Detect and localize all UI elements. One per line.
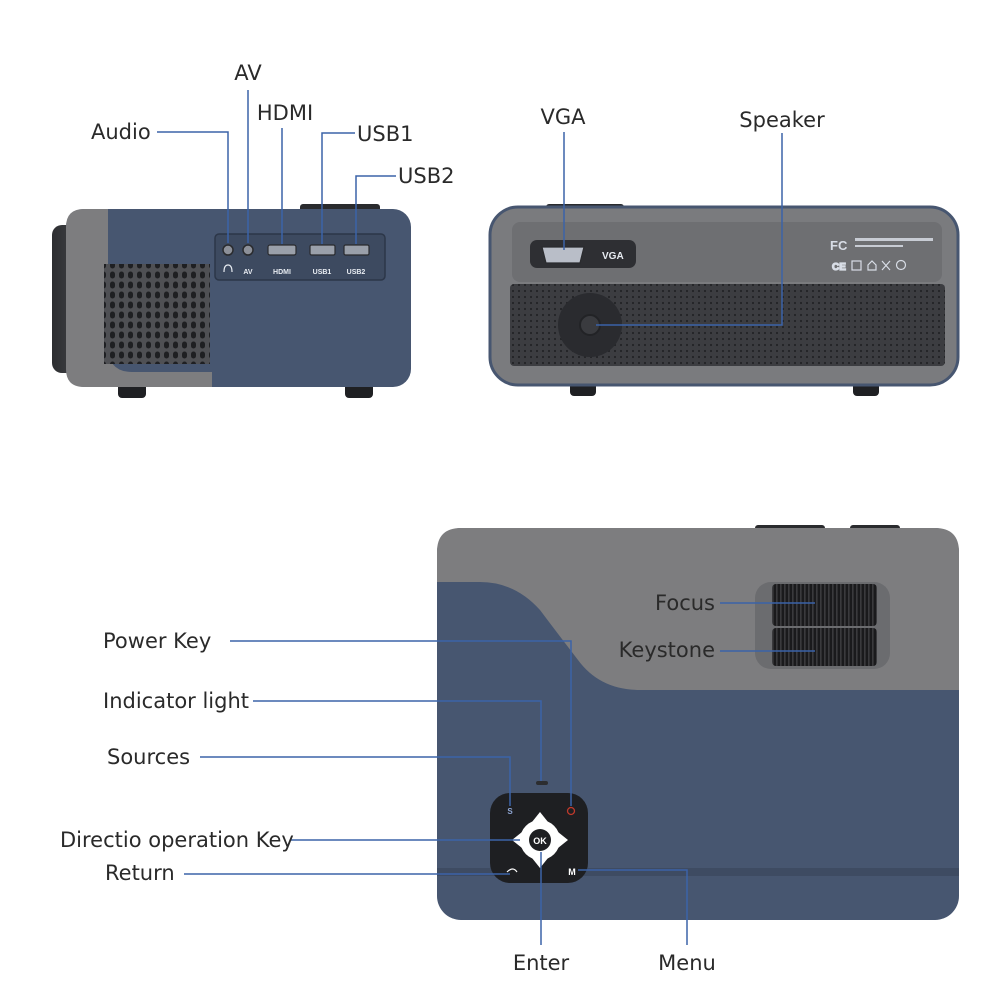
callout-sources: Sources xyxy=(107,745,190,769)
callout-usb1: USB1 xyxy=(357,122,413,146)
port-panel xyxy=(214,233,386,281)
audio-port xyxy=(222,244,234,256)
port-label-hdmi: HDMI xyxy=(273,269,291,276)
headphones-icon xyxy=(223,264,233,273)
leader-audio xyxy=(157,131,229,243)
ok-button[interactable] xyxy=(529,829,551,851)
top-view: OK M S xyxy=(437,525,959,920)
vga-port xyxy=(541,246,585,264)
menu-key-label: M xyxy=(568,867,576,877)
fine-print-line-1 xyxy=(855,238,933,241)
callout-power-key: Power Key xyxy=(103,629,211,653)
port-label-usb1: USB1 xyxy=(313,269,332,276)
power-icon[interactable] xyxy=(566,806,576,816)
vga-port-label: VGA xyxy=(602,251,624,262)
circle-icon xyxy=(895,259,907,271)
ok-label: OK xyxy=(533,836,547,846)
callout-direction-key: Directio operation Key xyxy=(60,828,294,852)
leader-menu xyxy=(578,869,688,945)
leader-indicator-light xyxy=(253,700,542,781)
dpad-right[interactable] xyxy=(558,832,568,848)
callout-speaker: Speaker xyxy=(739,108,825,132)
port-label-usb2: USB2 xyxy=(347,269,366,276)
leader-sources xyxy=(200,756,511,806)
leader-speaker xyxy=(596,133,783,326)
leader-usb1 xyxy=(321,132,355,244)
keystone-ring xyxy=(772,628,877,666)
focus-ring xyxy=(772,584,877,626)
callout-hdmi: HDMI xyxy=(257,101,313,125)
hdmi-port xyxy=(267,244,297,256)
rear-view: VGA FC CE xyxy=(488,204,960,396)
callout-menu: Menu xyxy=(658,951,716,975)
fine-print-line-2 xyxy=(855,245,903,247)
callout-focus: Focus xyxy=(655,591,715,615)
house-icon xyxy=(867,260,877,271)
square-icon xyxy=(851,260,862,271)
leader-usb2 xyxy=(355,175,396,244)
usb2-port xyxy=(343,244,370,256)
callout-vga: VGA xyxy=(540,105,586,129)
sources-key-label: S xyxy=(507,807,513,816)
callout-indicator-light: Indicator light xyxy=(103,689,249,713)
fc-mark: FC xyxy=(830,238,848,253)
leader-power-key xyxy=(230,640,572,806)
callout-enter: Enter xyxy=(513,951,570,975)
callout-audio: Audio xyxy=(91,120,151,144)
ce-icon: CE xyxy=(832,262,846,273)
vent-grille xyxy=(104,264,210,364)
body-seam xyxy=(437,868,959,876)
callout-av: AV xyxy=(234,61,262,85)
cert-icons: CE xyxy=(831,259,907,274)
callout-usb2: USB2 xyxy=(398,164,454,188)
indicator-led xyxy=(536,781,548,785)
dpad-down[interactable] xyxy=(532,858,548,868)
av-port xyxy=(242,244,254,256)
side-view: AV HDMI USB1 USB2 xyxy=(52,204,411,398)
dpad-up[interactable] xyxy=(532,812,548,822)
callout-keystone: Keystone xyxy=(619,638,715,662)
bin-icon xyxy=(881,260,891,271)
top-leader-lines xyxy=(184,602,815,945)
side-gray-panel xyxy=(66,209,212,387)
side-leader-lines xyxy=(157,90,396,244)
rear-leader-lines xyxy=(563,132,783,326)
port-label-av: AV xyxy=(243,269,253,276)
return-icon[interactable] xyxy=(506,868,518,873)
usb1-port xyxy=(309,244,336,256)
callout-return: Return xyxy=(105,861,175,885)
